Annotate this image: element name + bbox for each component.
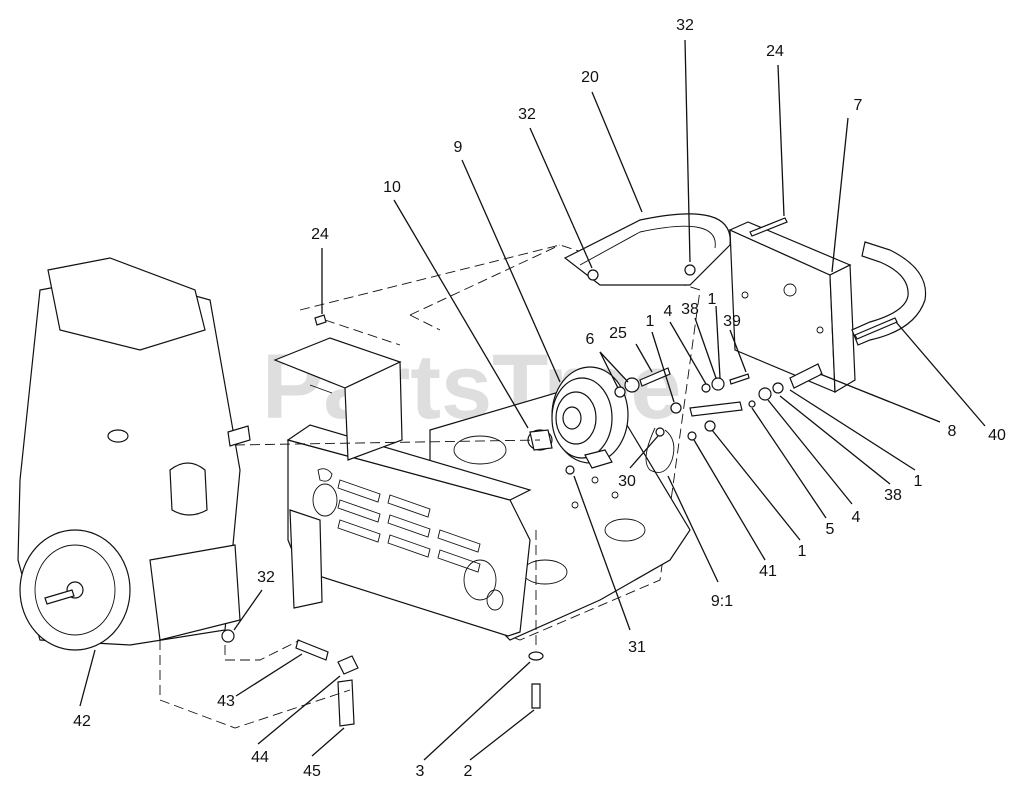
label-7: 7 <box>854 97 863 114</box>
label-10: 10 <box>383 179 401 196</box>
label-1-c: 1 <box>914 473 923 490</box>
label-4-b: 4 <box>852 509 861 526</box>
engine <box>17 257 251 651</box>
label-20: 20 <box>581 69 599 86</box>
label-8: 8 <box>948 423 957 440</box>
hardware <box>565 217 898 475</box>
label-4-a: 4 <box>664 303 673 320</box>
label-31: 31 <box>628 639 646 656</box>
pto-clutch <box>551 366 629 469</box>
callout-labels: 32 24 20 7 32 9 10 24 25 6 1 4 38 1 39 8… <box>73 17 1006 780</box>
upper-bracket <box>273 337 403 461</box>
bottom-bolt <box>528 530 544 709</box>
leader-lines <box>79 39 986 761</box>
label-39: 39 <box>723 313 741 330</box>
label-1-b: 1 <box>708 291 717 308</box>
label-1-d: 1 <box>798 543 807 560</box>
fittings <box>159 629 359 729</box>
label-1-a: 1 <box>646 313 655 330</box>
label-3: 3 <box>416 763 425 780</box>
label-9-1: 9:1 <box>711 593 733 610</box>
label-45: 45 <box>303 763 321 780</box>
assembly-lines <box>234 244 561 446</box>
label-43: 43 <box>217 693 235 710</box>
label-32-top: 32 <box>676 17 694 34</box>
label-32-left: 32 <box>518 106 536 123</box>
label-2: 2 <box>464 763 473 780</box>
label-41: 41 <box>759 563 777 580</box>
label-9: 9 <box>454 139 463 156</box>
label-38-a: 38 <box>681 301 699 318</box>
spring <box>645 427 675 473</box>
label-40: 40 <box>988 427 1006 444</box>
label-25: 25 <box>609 325 627 342</box>
mount-bracket <box>728 221 856 394</box>
label-6: 6 <box>586 331 595 348</box>
label-32-bottom: 32 <box>257 569 275 586</box>
label-24-left: 24 <box>311 226 329 243</box>
label-42: 42 <box>73 713 91 730</box>
label-30: 30 <box>618 473 636 490</box>
left-bolt <box>314 314 401 346</box>
strap <box>851 241 927 346</box>
label-24-top: 24 <box>766 43 784 60</box>
label-44: 44 <box>251 749 269 766</box>
label-38-b: 38 <box>884 487 902 504</box>
label-5: 5 <box>826 521 835 538</box>
